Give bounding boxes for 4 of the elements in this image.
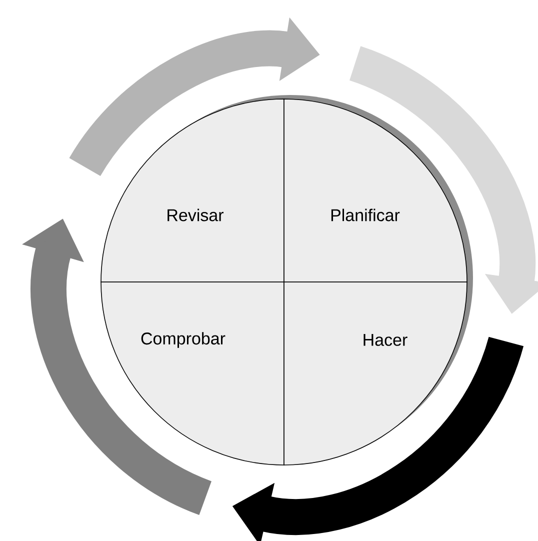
quadrant: Hacer — [284, 282, 468, 466]
quadrant: Planificar — [284, 98, 468, 282]
quadrant: Revisar — [100, 98, 284, 282]
quadrant: Comprobar — [100, 282, 284, 466]
